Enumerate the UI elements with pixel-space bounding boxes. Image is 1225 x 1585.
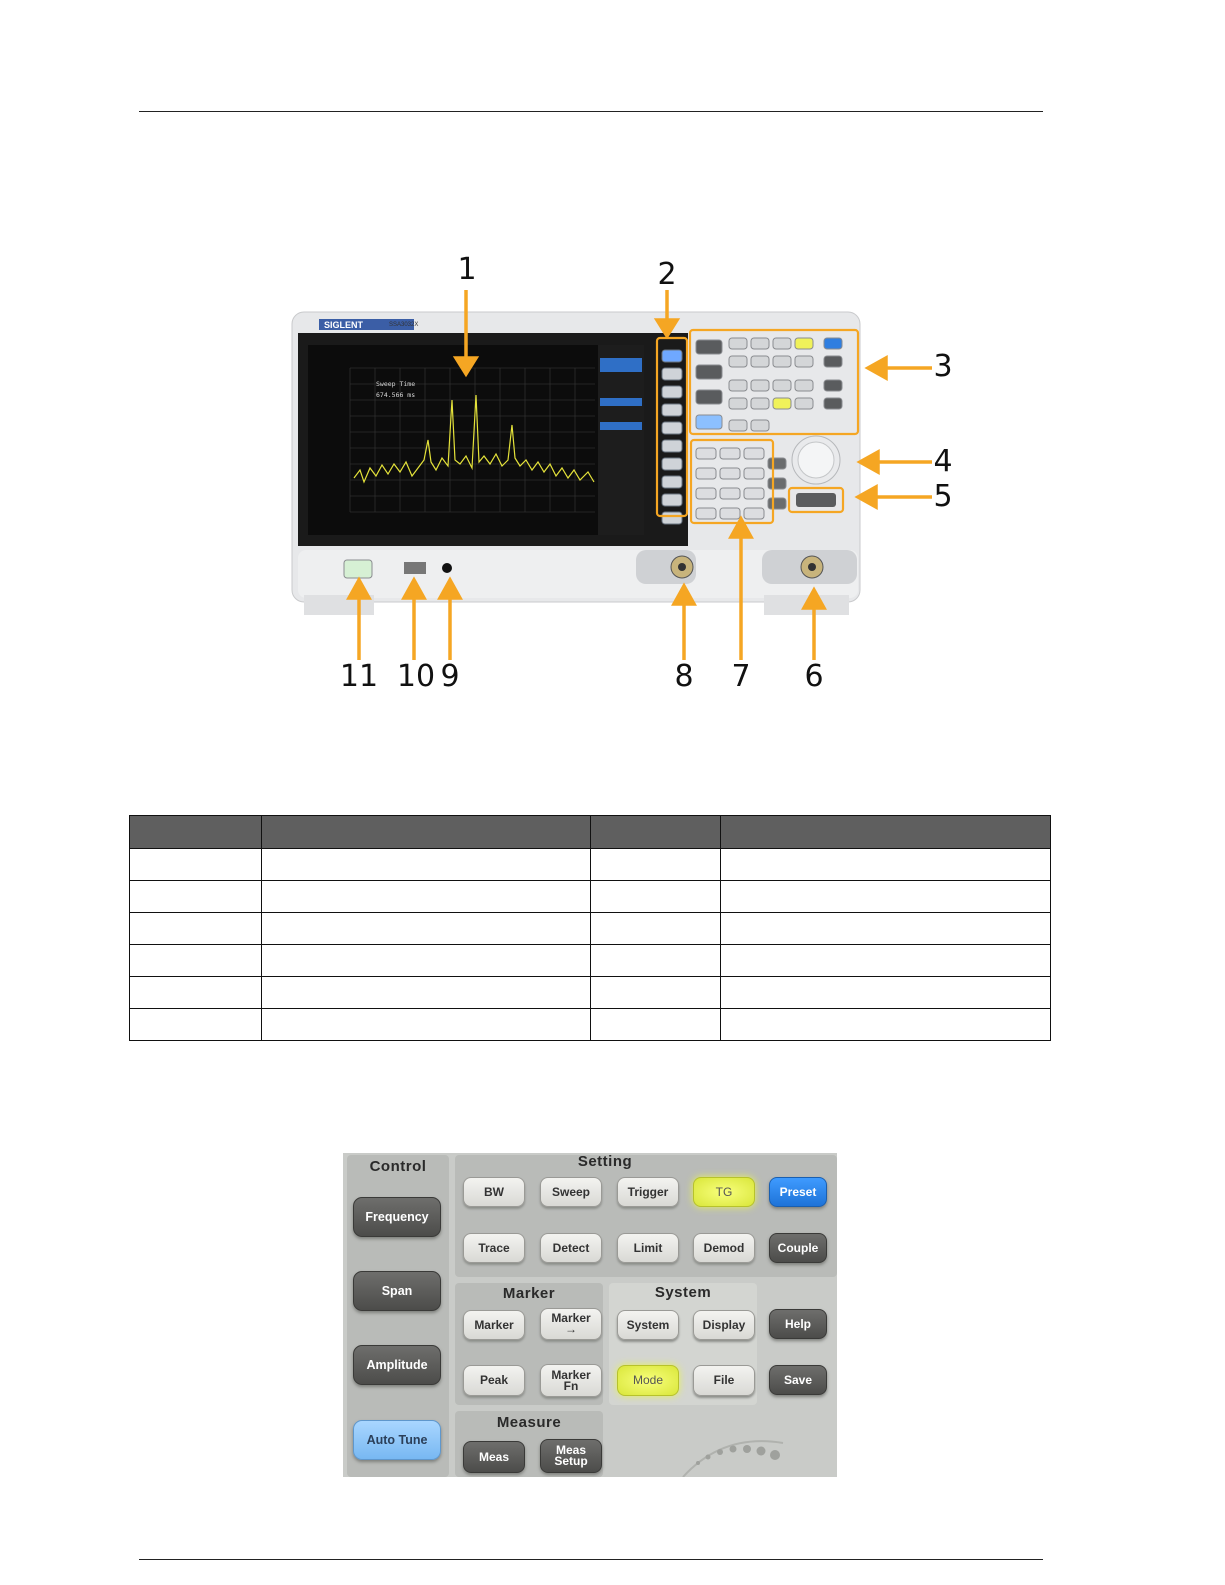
table-row [129, 912, 1051, 945]
marker-key[interactable]: Marker [463, 1310, 525, 1340]
system-key[interactable]: System [617, 1310, 679, 1340]
marker-to-key[interactable]: Marker → [540, 1308, 602, 1340]
frequency-key[interactable]: Frequency [353, 1197, 441, 1237]
table-cell [261, 912, 591, 945]
amplitude-key[interactable]: Amplitude [353, 1345, 441, 1385]
instrument-front-panel-figure: SIGLENT SSA3032X Sweep Time 674.566 ms [284, 250, 984, 720]
table-cell [720, 944, 1051, 977]
sweep-key[interactable]: Sweep [540, 1177, 602, 1207]
table-cell [261, 1008, 591, 1041]
callout-2: 2 [657, 257, 677, 292]
table-cell [261, 880, 591, 913]
function-keypad-closeup: Control Setting Marker System Measure Fr… [343, 1153, 837, 1477]
help-key[interactable]: Help [769, 1309, 827, 1339]
preset-key[interactable]: Preset [769, 1177, 827, 1207]
table-cell [129, 880, 262, 913]
callout-5: 5 [933, 479, 953, 514]
control-title: Control [369, 1158, 427, 1175]
marker-fn-key[interactable]: Marker Fn [540, 1364, 602, 1397]
callout-9: 9 [440, 659, 460, 694]
table-cell [261, 976, 591, 1009]
table-header-cell [129, 815, 262, 849]
table-cell [261, 848, 591, 881]
screen-sweep-time-value: 674.566 ms [376, 391, 415, 399]
marker-title: Marker [502, 1285, 556, 1302]
table-row [129, 976, 1051, 1009]
table-cell [129, 976, 262, 1009]
limit-key[interactable]: Limit [617, 1233, 679, 1263]
detect-key[interactable]: Detect [540, 1233, 602, 1263]
table-header-cell [590, 815, 721, 849]
table-row [129, 944, 1051, 977]
demod-key[interactable]: Demod [693, 1233, 755, 1263]
table-row [129, 848, 1051, 881]
front-panel-parts-table [129, 815, 1051, 1041]
table-cell [720, 848, 1051, 881]
auto-tune-key[interactable]: Auto Tune [353, 1420, 441, 1460]
mode-key[interactable]: Mode [617, 1365, 679, 1396]
model-label: SSA3032X [389, 322, 418, 328]
table-cell [720, 912, 1051, 945]
meas-key[interactable]: Meas [463, 1441, 525, 1473]
bw-key[interactable]: BW [463, 1177, 525, 1207]
callout-10: 10 [396, 659, 436, 694]
setting-title: Setting [577, 1153, 633, 1170]
table-cell [720, 880, 1051, 913]
callout-8: 8 [674, 659, 694, 694]
table-cell [129, 848, 262, 881]
file-key[interactable]: File [693, 1365, 755, 1396]
system-title: System [654, 1284, 712, 1301]
couple-key[interactable]: Couple [769, 1233, 827, 1263]
callout-4: 4 [933, 444, 953, 479]
trace-key[interactable]: Trace [463, 1233, 525, 1263]
callout-11: 11 [339, 659, 379, 694]
table-cell [129, 912, 262, 945]
footer-rule [139, 1559, 1043, 1560]
save-key[interactable]: Save [769, 1365, 827, 1395]
table-cell [590, 976, 721, 1009]
meas-setup-key[interactable]: Meas Setup [540, 1439, 602, 1473]
span-key[interactable]: Span [353, 1271, 441, 1311]
screen-sweep-time-label: Sweep Time [376, 380, 415, 388]
trigger-key[interactable]: Trigger [617, 1177, 679, 1207]
callout-7: 7 [731, 659, 751, 694]
table-row [129, 1008, 1051, 1041]
table-cell [720, 976, 1051, 1009]
table-cell [129, 1008, 262, 1041]
table-cell [590, 1008, 721, 1041]
brand-logo: SIGLENT [324, 320, 364, 330]
callout-3: 3 [933, 349, 953, 384]
callout-6: 6 [804, 659, 824, 694]
table-cell [590, 912, 721, 945]
table-header-cell [720, 815, 1051, 849]
table-cell [590, 944, 721, 977]
table-header-row [129, 815, 1051, 849]
peak-key[interactable]: Peak [463, 1365, 525, 1396]
tg-key[interactable]: TG [693, 1177, 755, 1207]
instrument-illustration: SIGLENT SSA3032X Sweep Time 674.566 ms [291, 290, 932, 660]
display-key[interactable]: Display [693, 1310, 755, 1340]
header-rule [139, 111, 1043, 112]
callout-1: 1 [457, 252, 477, 287]
measure-title: Measure [496, 1414, 562, 1431]
table-cell [261, 944, 591, 977]
table-header-cell [261, 815, 591, 849]
table-cell [590, 880, 721, 913]
table-row [129, 880, 1051, 913]
table-cell [720, 1008, 1051, 1041]
table-cell [590, 848, 721, 881]
table-cell [129, 944, 262, 977]
